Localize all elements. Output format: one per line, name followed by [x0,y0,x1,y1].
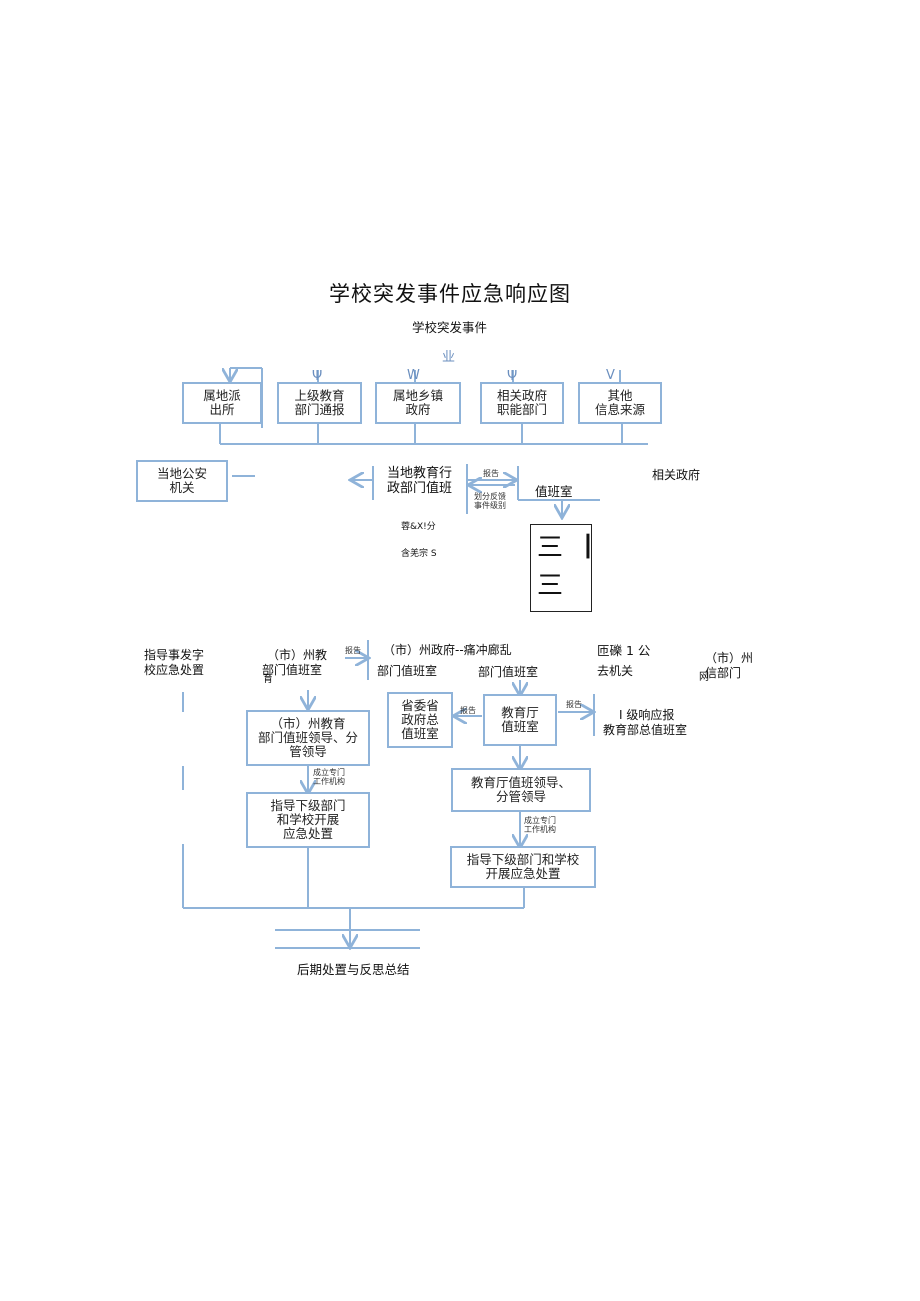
city-state-label: （市）州 信部门 [705,651,754,680]
guide-school-label: 指导事发字 校应急处置 [144,648,205,677]
noise-text-1: 蓉&X!分 [401,522,436,532]
top-mark-5: V [606,368,615,383]
top-mark-1: 业 [442,350,456,365]
related-gov-label: 相关政府 [652,468,701,482]
report-label-2: 报告 [345,646,361,655]
glyph-box: 三 丨 三 [530,524,601,612]
level1-response-label: I 级响应报 教育部总值班室 [603,708,688,737]
public-security-label: 匝礫 1 公 去机关 [597,643,651,678]
source-box-upper-edu: 上级教育部门通报 [277,382,362,424]
local-police-box: 当地公安机关 [136,460,228,502]
top-mark-4: Ψ [507,369,518,384]
duty-room-label: 值班室 [535,484,573,499]
report-label-3: 报告 [460,706,476,715]
dept-duty-label: 部门值班室 [478,665,539,679]
top-mark-2: Ψ [312,369,323,384]
final-step-label: 后期处置与反思总结 [297,962,410,977]
city-edu-duty-label: （市）州教 部门值班室 [262,648,328,677]
city-edu-leader-box: （市）州教育部门值班领导、分管领导 [246,710,370,766]
city-state-fragment: 网 [699,672,709,683]
source-box-gov-dept: 相关政府职能部门 [480,382,564,424]
city-gov-label: （市）州政府--痛冲廊乱 部门值班室 [377,643,512,678]
edu-hall-duty-box: 教育厅值班室 [483,694,557,746]
guide-lower-box-left: 指导下级部门和学校开展应急处置 [246,792,370,848]
top-mark-3: W [407,368,420,383]
set-up-label-left: 成立专门 工作机构 [313,768,345,786]
diagram-title: 学校突发事件应急响应图 [329,282,571,306]
guide-lower-box-right: 指导下级部门和学校开展应急处置 [450,846,596,888]
source-box-police-station: 属地派出所 [182,382,262,424]
set-up-label-right: 成立专门 工作机构 [524,816,556,834]
edu-hall-leader-box: 教育厅值班领导、分管领导 [451,768,591,812]
source-box-town-gov: 属地乡镇政府 [375,382,461,424]
edu-dept-label: 当地教育行 政部门值班 [387,466,453,496]
city-edu-fragment: 育 [263,674,273,685]
classify-label: 划分反馈 事件级别 [474,492,506,510]
source-box-other: 其他信息来源 [578,382,662,424]
noise-text-2: 含羌宗 S [401,549,437,559]
prov-gov-duty-box: 省委省政府总值班室 [387,692,453,748]
top-event-label: 学校突发事件 [412,320,488,335]
report-label-1: 报告 [483,469,499,478]
report-label-4: 报告 [566,700,582,709]
